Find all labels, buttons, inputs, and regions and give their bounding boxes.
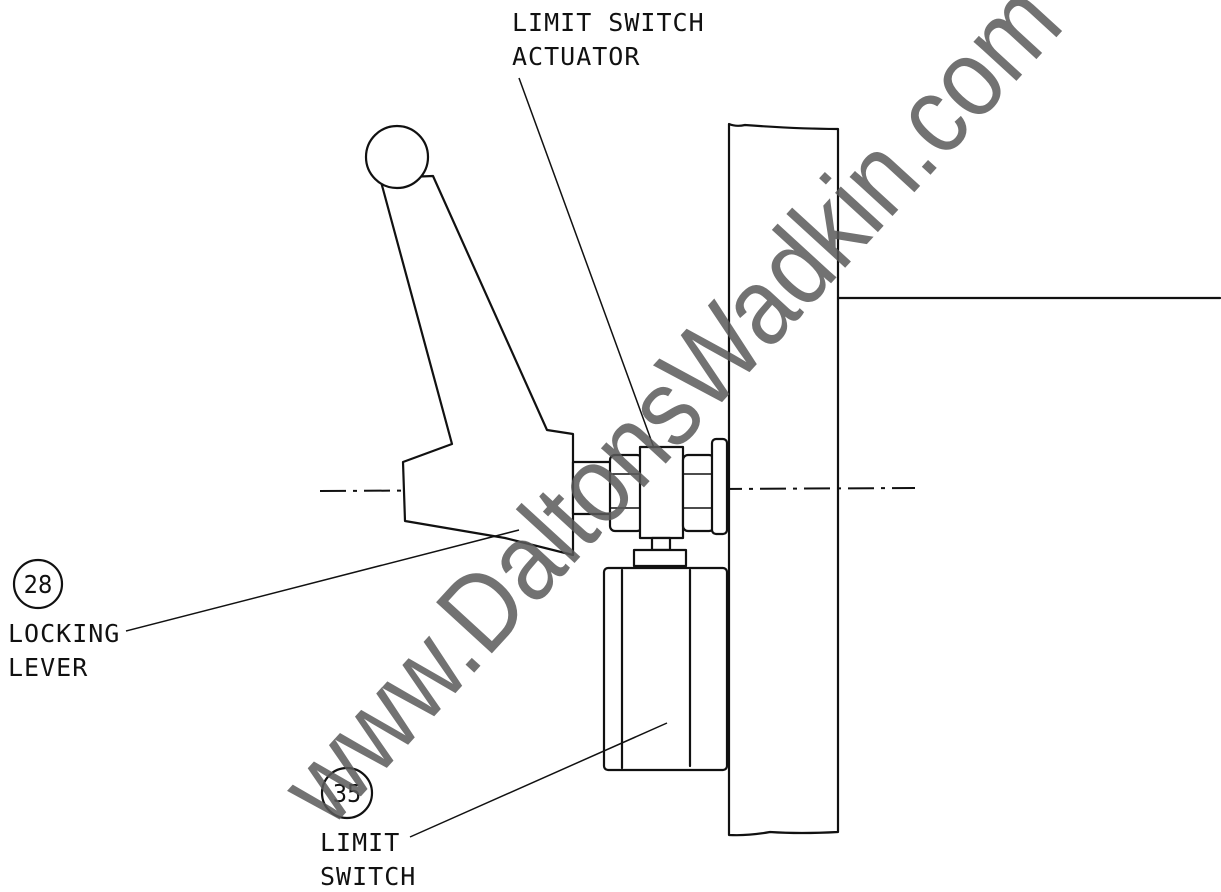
locking-lever-label-line1: LOCKING — [8, 619, 120, 648]
washer — [710, 437, 729, 536]
limit-switch-body — [602, 566, 729, 772]
actuator-label-line2: ACTUATOR — [512, 42, 640, 71]
plunger-base — [632, 548, 688, 568]
locking-lever-number: 28 — [24, 570, 53, 599]
limit-switch-label-line2: SWITCH — [320, 862, 416, 891]
locking-lever — [364, 124, 575, 557]
shaft-assembly — [571, 437, 729, 568]
actuator-leader — [518, 77, 655, 449]
limit-switch-label-line1: LIMIT — [320, 828, 400, 857]
locking-lever-label-line2: LEVER — [8, 653, 88, 682]
locking-lever-callout-circle — [12, 558, 64, 610]
limit-switch-leader — [409, 722, 668, 838]
locking-lever-leader — [125, 529, 520, 632]
limit-switch-callout-circle — [320, 766, 374, 820]
machine-column — [727, 122, 1221, 837]
plunger — [650, 536, 672, 552]
lever-knob — [364, 124, 430, 190]
actuator-label-line1: LIMIT SWITCH — [512, 8, 705, 37]
limit-switch-number: 35 — [333, 779, 362, 808]
